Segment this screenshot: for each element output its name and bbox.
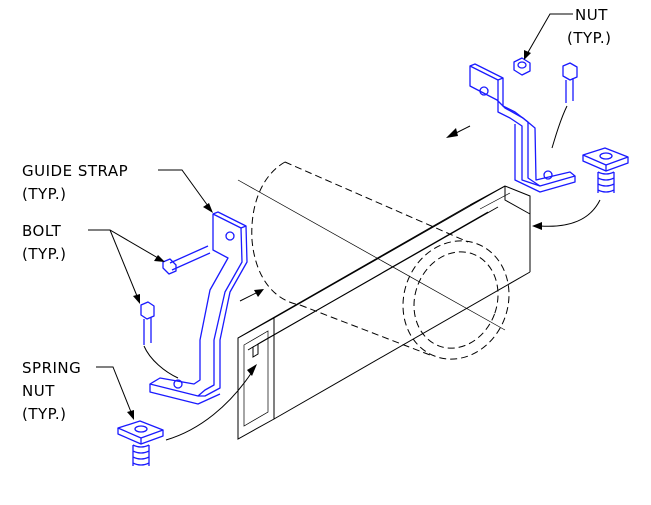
- label-bolt-line2: (TYP.): [22, 245, 67, 263]
- bolt-left-upper: [162, 245, 211, 275]
- pipe-phantom: [237, 161, 510, 360]
- label-spring-nut-line1: SPRING: [22, 359, 81, 377]
- label-guide-strap-line1: GUIDE STRAP: [22, 162, 128, 180]
- label-spring-nut-line3: (TYP.): [22, 405, 67, 423]
- label-guide-strap: GUIDE STRAP (TYP.): [22, 162, 128, 203]
- bolt-left-lower: [140, 301, 155, 345]
- spring-nut-right: [582, 147, 629, 193]
- label-spring-nut-line2: NUT: [22, 382, 55, 400]
- bolt-right: [562, 62, 578, 103]
- guide-strap-right: [469, 63, 576, 193]
- label-bolt: BOLT (TYP.): [22, 222, 67, 263]
- label-guide-strap-line2: (TYP.): [22, 185, 67, 203]
- label-nut-line2: (TYP.): [567, 29, 612, 47]
- guide-strap-left: [149, 211, 248, 405]
- label-nut: NUT (TYP.): [567, 6, 612, 47]
- spring-nut-left: [117, 420, 164, 466]
- label-bolt-line1: BOLT: [22, 222, 62, 240]
- label-nut-line1: NUT: [575, 6, 608, 24]
- label-spring-nut: SPRING NUT (TYP.): [22, 359, 81, 423]
- strut-channel: [237, 185, 531, 440]
- nut-right: [513, 57, 531, 76]
- assembly-arrows: [165, 125, 601, 441]
- leader-lines: [88, 13, 573, 420]
